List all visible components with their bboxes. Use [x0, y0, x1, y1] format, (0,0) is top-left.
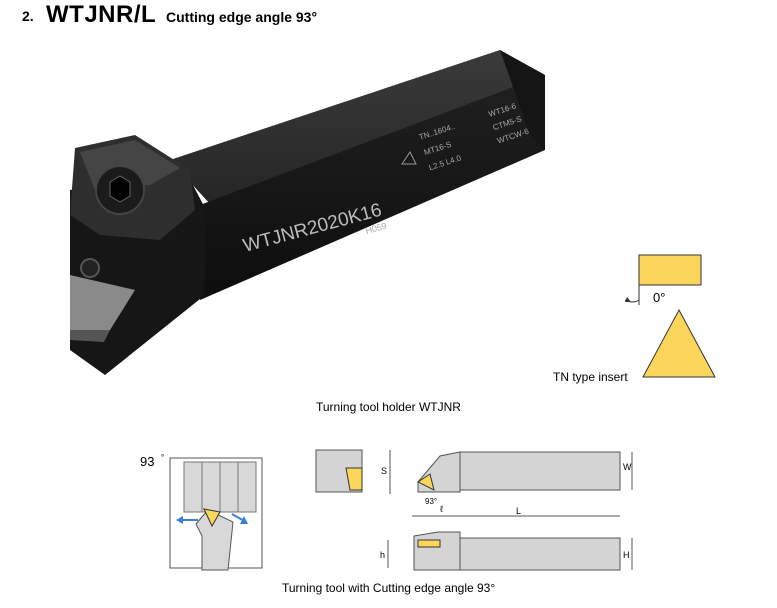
insert-triangle: [642, 308, 716, 378]
side-view-head: [413, 531, 461, 571]
angle-93: 93°: [425, 497, 437, 506]
shank-front-face: [200, 75, 545, 300]
triangle-icon: [401, 151, 417, 165]
side-view-shank: [459, 537, 621, 571]
page-subtitle: Cutting edge angle 93°: [166, 9, 318, 25]
top-view-shank: [459, 451, 621, 491]
insert-tip: [203, 508, 221, 528]
dim-h: h: [380, 550, 385, 560]
insert-side-view: [638, 254, 702, 286]
insert-shape: [70, 275, 135, 330]
tool-holder-photo: WTJNR2020K16 H059 TN..1604.. MT16-S L2.5…: [70, 50, 545, 375]
dim-l1: ℓ: [440, 504, 444, 514]
insert-diagram: 0°: [624, 254, 716, 378]
bottom-caption: Turning tool with Cutting edge angle 93°: [282, 581, 496, 595]
dim-s: S: [381, 466, 387, 476]
arrow-left-icon: [176, 516, 183, 524]
dim-H: H: [623, 550, 630, 560]
insert-caption: TN type insert: [553, 370, 628, 384]
application-schematic: 93 °: [140, 453, 263, 571]
shank-top-face: [170, 50, 545, 215]
top-view-insert: [417, 473, 435, 491]
section-number: 2.: [22, 8, 34, 24]
tool-body: [195, 509, 234, 571]
technical-drawing: S W 93° L ℓ h H: [315, 449, 633, 571]
svg-text:°: °: [161, 453, 164, 462]
clearance-angle: 0°: [653, 290, 665, 305]
arrow-right-icon: [240, 516, 248, 524]
top-view-head: [417, 451, 461, 493]
holder-caption: Turning tool holder WTJNR: [316, 400, 461, 414]
page-title: WTJNR/L: [46, 1, 157, 28]
dim-l: L: [516, 506, 521, 516]
dim-w: W: [623, 462, 632, 472]
angle-label: 93: [140, 454, 154, 469]
